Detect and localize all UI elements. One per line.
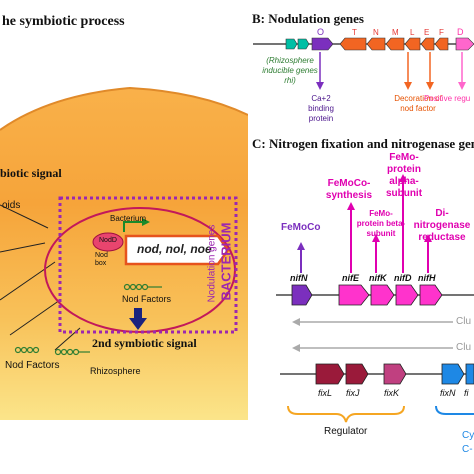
nodulation-box xyxy=(58,196,238,334)
nod-box-label: Nod box xyxy=(95,252,108,267)
gene-o-label: O xyxy=(317,27,325,37)
fixj-label: fixJ xyxy=(346,388,360,398)
femo-beta-label: FeMo-protein beta-subunit xyxy=(356,209,406,238)
first-signal-label: biotic signal xyxy=(0,166,62,180)
gene-l-label: L xyxy=(410,28,415,37)
nifk-label: nifK xyxy=(369,273,387,283)
decoration-label: Decoration of nod factor xyxy=(394,94,442,113)
nod-factor-chains-outer xyxy=(14,346,90,356)
cy-label: Cy xyxy=(462,430,474,441)
oids-label: oids xyxy=(2,200,21,211)
nod-gene-e xyxy=(420,37,435,51)
panel-c-title: C: Nitrogen fixation and nitrogenase gen… xyxy=(252,136,474,151)
cy-c-label: C- xyxy=(462,444,473,455)
nifn-label: nifN xyxy=(290,273,308,283)
fixn-gene xyxy=(441,363,465,385)
cluster-2-label: Clu xyxy=(456,342,472,353)
panel-a-canvas xyxy=(0,86,248,420)
nodo-gene xyxy=(311,37,334,51)
regulator-label: Regulator xyxy=(324,426,368,437)
panel-b: B: Nodulation genes O T N M L E F D (Rhi… xyxy=(248,0,474,130)
nod-gene-l xyxy=(404,37,421,51)
nodd-gene xyxy=(455,37,474,51)
signal-down-arrow xyxy=(129,308,147,330)
femoco-synthesis-label: FeMoCo- synthesis xyxy=(325,178,373,201)
nod-factors-inner-label: Nod Factors xyxy=(122,294,172,304)
nodd-label: NodD xyxy=(99,237,117,244)
nod-gene-n xyxy=(366,37,386,51)
gene-e-label: E xyxy=(424,28,430,37)
soil-background xyxy=(0,88,248,420)
fixk-gene xyxy=(383,363,407,385)
nod-factor-chain-inner xyxy=(123,283,162,291)
gene-f-label: F xyxy=(439,28,444,37)
rhizosphere-label: Rhizosphere xyxy=(90,366,141,376)
panel-a-title: he symbiotic process xyxy=(2,14,125,29)
ca-binding-label: Ca+2 binding protein xyxy=(308,94,334,123)
regulator-bracket xyxy=(287,405,405,423)
panel-b-title: B: Nodulation genes xyxy=(252,11,364,26)
positive-reg-label: Positive regu xyxy=(424,94,471,103)
fixl-label: fixL xyxy=(318,388,333,398)
fixn-label: fixN xyxy=(440,388,456,398)
nife-label: nifE xyxy=(342,273,359,283)
cluster-1-label: Clu xyxy=(456,316,472,327)
fixl-gene xyxy=(315,363,345,385)
femoco-label: FeMoCo xyxy=(281,222,321,233)
fixk-label: fixK xyxy=(384,388,400,398)
nodulation-genes-vertical-label: Nodulation genes xyxy=(206,224,218,303)
bacterium-vertical-label: BACTERIUM xyxy=(218,222,234,301)
panel-b-canvas xyxy=(253,37,474,90)
gene-t-label: T xyxy=(352,28,357,37)
second-signal-label: 2nd symbiotic signal xyxy=(92,336,197,350)
nifh-gene xyxy=(419,284,443,306)
nod-gene-arrow xyxy=(124,234,230,266)
soil-top-edge xyxy=(0,86,248,131)
rhi-gene-2 xyxy=(297,38,310,50)
cy-bracket xyxy=(435,405,474,415)
nifd-gene xyxy=(395,284,419,306)
nifh-label: nifH xyxy=(418,273,436,283)
nodd-protein xyxy=(92,232,124,252)
panel-c-canvas xyxy=(276,174,474,423)
bacterium-label: Bacterium xyxy=(110,214,147,223)
nifd-label: nifD xyxy=(394,273,412,283)
nod-gene-f xyxy=(434,37,449,51)
fixo-gene xyxy=(465,363,474,385)
nod-genes-label: nod, nol, noe xyxy=(137,242,212,256)
gene-m-label: M xyxy=(392,28,399,37)
rhizosphere-note: (Rhizosphere inducible genes rhi) xyxy=(262,56,318,85)
nod-gene-t xyxy=(339,37,367,51)
panel-c: C: Nitrogen fixation and nitrogenase gen… xyxy=(248,130,474,474)
femo-alpha-label: FeMo-protein alpha-subunit xyxy=(385,152,423,199)
nod-gene-m xyxy=(385,37,405,51)
gene-n-label: N xyxy=(373,28,379,37)
nifk-gene xyxy=(370,284,395,306)
di-nitrogenase-label: Di-nitrogenase reductase xyxy=(413,208,471,243)
panel-a: he symbiotic process biotic signal oids … xyxy=(0,14,248,420)
fixo-label: fi xyxy=(464,388,469,398)
fixj-gene xyxy=(345,363,369,385)
nifn-gene xyxy=(291,284,313,306)
gene-d-label: D xyxy=(457,27,464,37)
nife-gene xyxy=(338,284,370,306)
rhi-gene-1 xyxy=(285,38,298,50)
nod-factors-outer-label: Nod Factors xyxy=(5,360,60,371)
